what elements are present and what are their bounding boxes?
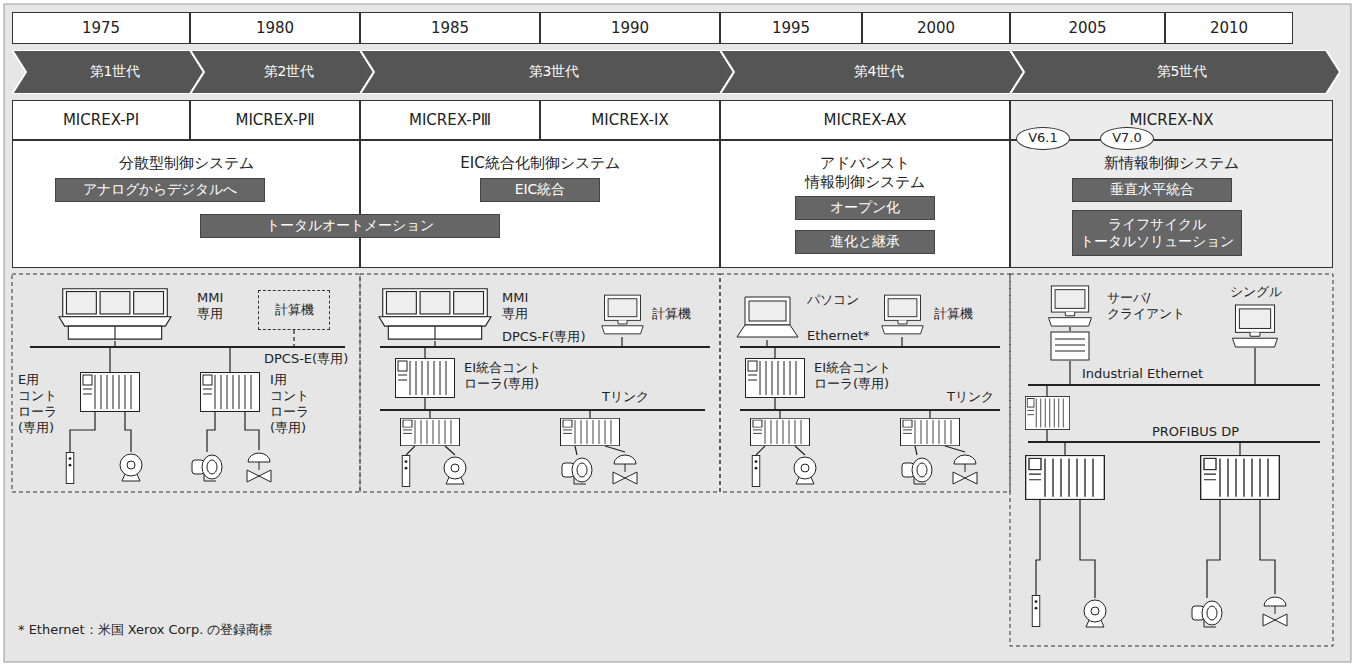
computer-box-text: 計算機 <box>275 302 314 318</box>
product-cell: MICREX-AX <box>720 100 1010 140</box>
product-cell: MICREX-PⅢ <box>360 100 540 140</box>
version-ellipse-text: V6.1 <box>1028 130 1058 146</box>
concept-box: 垂直水平統合 <box>1072 178 1232 202</box>
concept-box: トータルオートメーション <box>200 214 500 238</box>
concept-box-text: 進化と継承 <box>830 233 900 251</box>
controller-label: EI統合コント ローラ(専用) <box>812 360 893 392</box>
generation-chevron: 第4世代 <box>720 50 1024 94</box>
year-cell-text: 1980 <box>256 19 294 38</box>
product-cell-text: MICREX-PI <box>63 111 139 130</box>
year-cell-text: 1985 <box>431 19 469 38</box>
concept-box-text: EIC統合 <box>515 181 566 199</box>
concept-box: アナログからデジタルへ <box>55 178 265 202</box>
era-panel: アドバンスト 情報制御システムオープン化進化と継承 <box>720 140 1010 268</box>
bus-label: DPCS-F(専用) <box>500 329 588 345</box>
era-panel-text: 分散型制御システム <box>119 154 254 173</box>
device-label: MMI 専用 <box>500 290 530 322</box>
era-panel: 新情報制御システム垂直水平統合ライフサイクル トータルソリューション <box>1010 140 1333 268</box>
year-cell-text: 2000 <box>917 19 955 38</box>
year-cell: 2000 <box>862 12 1010 44</box>
year-cell-text: 1990 <box>611 19 649 38</box>
concept-box-text: アナログからデジタルへ <box>83 181 237 199</box>
concept-box-text: ライフサイクル トータルソリューション <box>1080 216 1234 251</box>
bus-label: Tリンク <box>945 389 996 405</box>
controller-label: EI統合コント ローラ(専用) <box>462 360 543 392</box>
generation-chevron: 第3世代 <box>360 50 734 94</box>
product-cell-text: MICREX-IX <box>591 111 668 130</box>
generation-chevron: 第1世代 <box>12 50 204 94</box>
bus-label: Ethernet* <box>805 328 872 344</box>
generation-chevron: 第2世代 <box>190 50 374 94</box>
concept-box: 進化と継承 <box>795 230 935 254</box>
year-cell: 1995 <box>720 12 862 44</box>
era-panel: 分散型制御システムアナログからデジタルへ <box>12 140 360 268</box>
controller-label: I用 コント ローラ (専用) <box>268 372 311 436</box>
era-panel-text: アドバンスト 情報制御システム <box>805 154 925 192</box>
concept-box: ライフサイクル トータルソリューション <box>1072 210 1242 256</box>
device-label: パソコン <box>805 292 861 308</box>
year-cell: 1975 <box>12 12 190 44</box>
generation-chevron-text: 第2世代 <box>264 63 315 81</box>
product-cell: MICREX-PI <box>12 100 190 140</box>
footnote: * Ethernet：米国 Xerox Corp. の登録商標 <box>16 622 274 638</box>
generation-chevron: 第5世代 <box>1010 50 1340 94</box>
device-label: 計算機 <box>932 306 975 322</box>
bus-label: Tリンク <box>600 389 651 405</box>
year-cell: 1980 <box>190 12 360 44</box>
generation-chevron-text: 第4世代 <box>854 63 905 81</box>
product-cell-text: MICREX-PⅢ <box>409 111 491 130</box>
device-label: サーバ/ クライアント <box>1105 290 1187 322</box>
version-ellipse-text: V7.0 <box>1112 130 1142 146</box>
concept-box-text: オープン化 <box>830 199 900 217</box>
era-panel: EIC統合化制御システム EIC統合 <box>360 140 720 268</box>
product-cell-text: MICREX-NX <box>1129 111 1213 130</box>
year-cell-text: 1995 <box>772 19 810 38</box>
generation-chevron-text: 第1世代 <box>90 63 141 81</box>
product-cell-text: MICREX-PⅡ <box>235 111 314 130</box>
product-cell-text: MICREX-AX <box>824 111 907 130</box>
product-cell: MICREX-PⅡ <box>190 100 360 140</box>
bus-label: Industrial Ethernet <box>1080 366 1205 382</box>
year-cell: 1985 <box>360 12 540 44</box>
concept-box: EIC統合 <box>480 178 600 202</box>
device-label: シングル <box>1228 284 1284 300</box>
concept-box: オープン化 <box>795 196 935 220</box>
year-cell: 2010 <box>1165 12 1293 44</box>
version-ellipse: V7.0 <box>1100 127 1154 150</box>
concept-box-text: 垂直水平統合 <box>1110 181 1194 199</box>
device-label: 計算機 <box>650 306 693 322</box>
controller-label: E用 コント ローラ (専用) <box>16 372 59 436</box>
device-label: MMI 専用 <box>195 290 225 322</box>
concept-box-text: トータルオートメーション <box>266 217 434 235</box>
bus-label: PROFIBUS DP <box>1150 424 1241 440</box>
year-cell: 2005 <box>1010 12 1165 44</box>
version-ellipse: V6.1 <box>1016 127 1070 150</box>
computer-box: 計算機 <box>258 290 330 330</box>
generation-chevron-text: 第5世代 <box>1157 63 1208 81</box>
bus-label: DPCS-E(専用) <box>262 351 350 367</box>
year-cell-text: 1975 <box>82 19 120 38</box>
product-cell: MICREX-IX <box>540 100 720 140</box>
generation-chevron-text: 第3世代 <box>529 63 580 81</box>
year-cell-text: 2005 <box>1068 19 1106 38</box>
era-panel-text: EIC統合化制御システム <box>460 154 619 173</box>
year-cell: 1990 <box>540 12 720 44</box>
era-panel-text: 新情報制御システム <box>1104 154 1239 173</box>
year-cell-text: 2010 <box>1210 19 1248 38</box>
